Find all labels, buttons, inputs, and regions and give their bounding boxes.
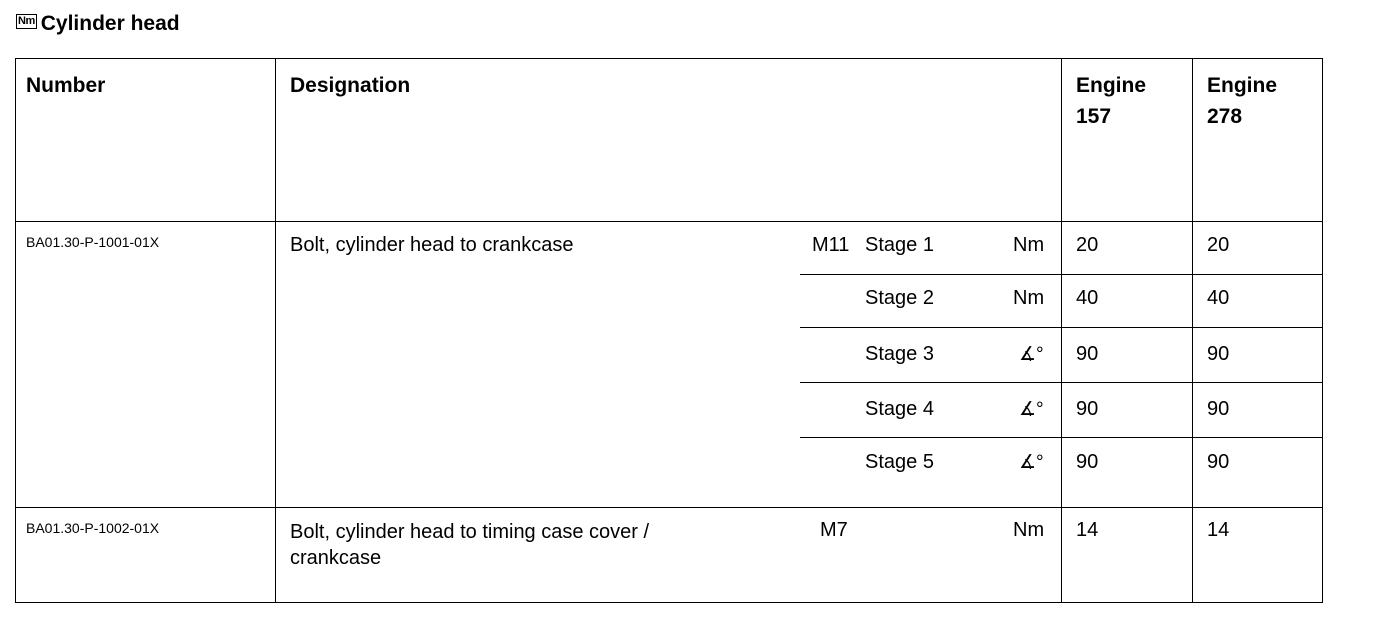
header-designation: Designation	[290, 74, 411, 97]
bolt-size: M7	[820, 519, 848, 541]
stage-label: Stage 5	[865, 451, 934, 473]
row-number: BA01.30-P-1002-01X	[26, 520, 160, 536]
engine-278-value: 14	[1207, 519, 1230, 541]
unit-label: Nm	[1013, 519, 1045, 541]
engine-157-value: 20	[1076, 234, 1099, 256]
torque-nm-icon: Nm	[16, 13, 37, 29]
engine-278-value: 20	[1207, 234, 1230, 256]
unit-label: Nm	[1013, 234, 1045, 256]
stage-label: Stage 4	[865, 398, 934, 420]
engine-278-value: 90	[1207, 451, 1230, 473]
stage-divider	[800, 274, 1323, 275]
engine-278-value: 40	[1207, 287, 1230, 309]
stage-divider	[800, 382, 1323, 383]
column-divider	[1061, 58, 1062, 603]
page-title: Cylinder head	[40, 12, 180, 35]
header-engine-157: Engine 157	[1076, 74, 1147, 128]
header-engine-278: Engine 278	[1207, 74, 1278, 128]
stage-label: Stage 2	[865, 287, 934, 309]
row-number: BA01.30-P-1001-01X	[26, 234, 160, 250]
angle-degree-icon: ∡°	[1019, 452, 1044, 473]
bolt-size: M11	[812, 234, 850, 256]
engine-157-value: 90	[1076, 451, 1099, 473]
stage-divider	[800, 327, 1323, 328]
engine-278-value: 90	[1207, 343, 1230, 365]
header-number: Number	[26, 74, 106, 97]
stage-label: Stage 3	[865, 343, 934, 365]
engine-157-value: 90	[1076, 343, 1099, 365]
angle-degree-icon: ∡°	[1019, 399, 1044, 420]
engine-157-value: 40	[1076, 287, 1099, 309]
engine-278-value: 90	[1207, 398, 1230, 420]
stage-divider	[800, 437, 1323, 438]
column-divider	[1192, 58, 1193, 603]
row-designation: Bolt, cylinder head to timing case cover…	[290, 521, 650, 569]
row-designation: Bolt, cylinder head to crankcase	[290, 234, 574, 256]
row-divider	[15, 221, 1323, 222]
stage-label: Stage 1	[865, 234, 934, 256]
unit-label: Nm	[1013, 287, 1045, 309]
engine-157-value: 90	[1076, 398, 1099, 420]
torque-table	[15, 58, 1323, 603]
row-divider	[15, 507, 1323, 508]
section-title: Nm Cylinder head	[16, 12, 180, 36]
engine-157-value: 14	[1076, 519, 1099, 541]
column-divider	[275, 58, 276, 603]
angle-degree-icon: ∡°	[1019, 344, 1044, 365]
